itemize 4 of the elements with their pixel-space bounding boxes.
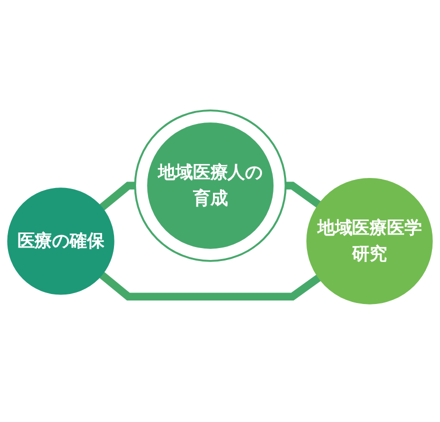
node-circle: 地域医療人の育成	[134, 109, 287, 262]
connector	[99, 272, 321, 300]
node-circle: 地域医療医学研究	[306, 178, 433, 304]
node-circle: 医療の確保	[7, 188, 114, 295]
